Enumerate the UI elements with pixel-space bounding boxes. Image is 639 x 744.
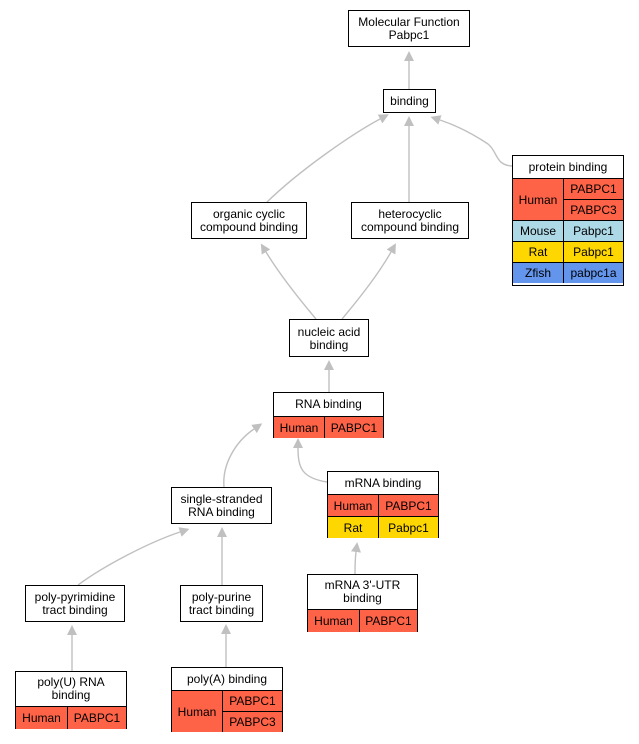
term-label-line: compound binding — [360, 220, 460, 234]
term-label-line: mRNA binding — [344, 475, 422, 490]
edge-ppyr-to-ssrna — [77, 527, 190, 586]
edge-utr-to-mrna — [351, 542, 361, 575]
term-label-line: RNA binding — [295, 397, 362, 411]
species-mouse: Mouse — [513, 220, 564, 241]
gene-cell: PABPC1 — [564, 178, 623, 199]
term-label-line: poly-purine — [191, 590, 252, 604]
term-title: binding — [384, 90, 435, 113]
edge-nuc-to-het — [341, 243, 396, 320]
term-label-line: binding — [309, 337, 349, 352]
go-term-bind[interactable]: binding — [383, 89, 436, 113]
gene-cell: Pabpc1 — [379, 516, 438, 538]
edge-prot-to-bind — [430, 115, 513, 167]
term-label-line: Pabpc1 — [388, 28, 430, 42]
species-human: Human — [16, 706, 68, 729]
species-rat: Rat — [328, 516, 379, 538]
edge-mrna-to-rna — [293, 438, 328, 483]
term-label-line: protein binding — [528, 159, 608, 174]
species-human: Human — [274, 416, 325, 438]
gene-cell: PABPC3 — [564, 199, 623, 220]
term-label-line: tract binding — [188, 603, 255, 617]
term-label-line: binding — [390, 94, 429, 108]
species-human: Human — [513, 178, 564, 220]
species-human: Human — [308, 609, 360, 632]
term-title: poly(A) binding — [172, 668, 282, 690]
gene-cell: pabpc1a — [564, 262, 623, 283]
term-title: mRNA binding — [328, 472, 438, 494]
term-label-line: mRNA 3'-UTR — [324, 578, 401, 592]
species-rat: Rat — [513, 241, 564, 262]
gene-cell: PABPC3 — [223, 711, 282, 732]
gene-cell: PABPC1 — [68, 706, 126, 729]
term-label-line: nucleic acid — [297, 324, 361, 339]
gene-cell: PABPC1 — [379, 494, 438, 516]
term-label-line: single-stranded — [180, 492, 263, 506]
gene-cell: Pabpc1 — [564, 220, 623, 241]
term-label-line: poly(A) binding — [186, 671, 268, 686]
term-label-line: binding — [51, 688, 91, 702]
term-title: protein binding — [513, 156, 623, 178]
term-label-line: Molecular Function — [358, 15, 460, 29]
species-human: Human — [172, 690, 223, 732]
gene-cell: PABPC1 — [360, 609, 417, 632]
gene-cell: PABPC1 — [223, 690, 282, 711]
term-label-line: RNA binding — [188, 505, 255, 519]
gene-cell: Pabpc1 — [564, 241, 623, 262]
species-zfish: Zfish — [513, 262, 564, 283]
edge-nuc-to-occ — [260, 243, 317, 320]
term-label-line: poly-pyrimidine — [34, 590, 116, 604]
term-label-line: heterocyclic — [378, 207, 442, 221]
term-title: RNA binding — [274, 393, 383, 416]
term-label-line: binding — [343, 591, 382, 605]
term-label-line: tract binding — [42, 603, 108, 617]
term-label-line: organic cyclic — [212, 207, 286, 221]
term-label-line: compound binding — [199, 220, 299, 234]
gene-cell: PABPC1 — [325, 416, 383, 438]
edge-ssrna-to-rna — [223, 423, 263, 488]
species-human: Human — [328, 494, 379, 516]
term-label-line: poly(U) RNA — [37, 675, 105, 689]
edge-occ-to-bind — [266, 114, 389, 203]
